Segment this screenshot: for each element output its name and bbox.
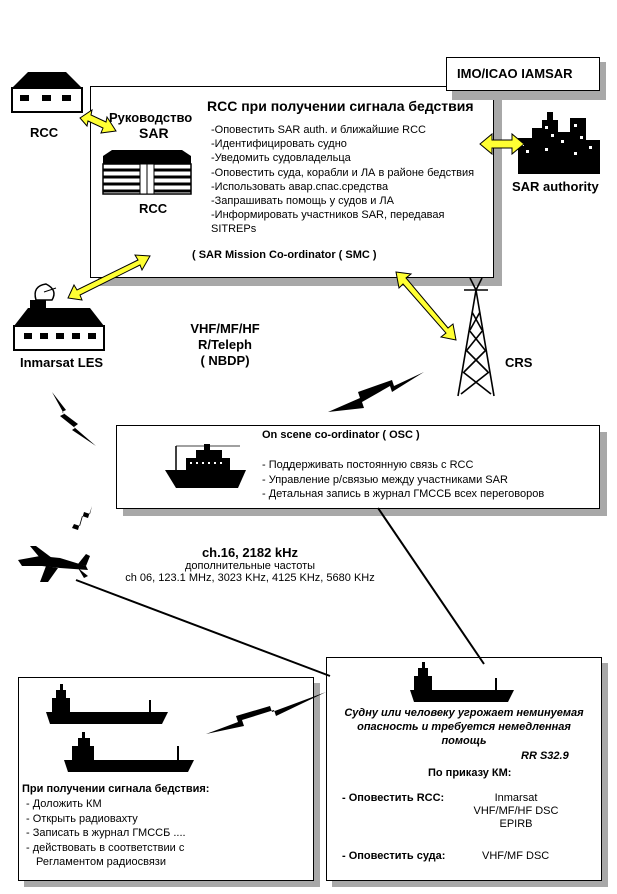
osc-duty-item: - Детальная запись в журнал ГМССБ всех п… xyxy=(262,488,545,500)
rcc-box-left-label-2: SAR xyxy=(139,125,169,141)
sar-authority-city-icon xyxy=(518,112,600,174)
rcc-action-item: -Идентифицировать судно xyxy=(211,138,347,151)
rcc-action-item: -Информировать участников SAR, передавая xyxy=(211,209,445,222)
alert-rcc-label: - Оповестить RCC: xyxy=(342,792,445,804)
radio-mode-line: R/Teleph xyxy=(198,337,252,352)
rcc-action-item: -Оповестить SAR auth. и ближайшие RCC xyxy=(211,124,426,136)
rcc-action-item: SITREPs xyxy=(211,223,257,236)
rcc-office-icon xyxy=(102,150,192,195)
radio-lines xyxy=(75,507,485,677)
alert-rcc-means-item: Inmarsat xyxy=(494,792,538,804)
channels-label: ch.16, 2182 kHz дополнительные частоты c… xyxy=(100,545,400,584)
alert-ships-means: VHF/MF DSC xyxy=(482,850,550,862)
receiver-action-item: - Записать в журнал ГМССБ .... xyxy=(26,827,186,839)
distress-reference: RR S32.9 xyxy=(521,750,569,762)
receiver-action-item: - Открыть радиовахту xyxy=(26,812,138,825)
osc-box-title: On scene co-ordinator ( OSC ) xyxy=(262,429,420,441)
inmarsat-les-label: Inmarsat LES xyxy=(20,355,104,370)
distress-ship-icon xyxy=(410,662,514,702)
rcc-action-item: -Уведомить судовладельца xyxy=(211,152,351,165)
distress-statement-line: опасность и требуется немедленная xyxy=(357,721,571,733)
radio-mode-line: ( NBDP) xyxy=(200,353,250,368)
main-channel: ch.16, 2182 kHz xyxy=(201,545,299,560)
receiver-box-title: При получении сигнала бедствия: xyxy=(22,783,210,795)
yellow-link-arrows xyxy=(67,108,525,341)
crs-tower-icon xyxy=(457,277,495,397)
rcc-box-footer: ( SAR Mission Co-ordinator ( SMC ) xyxy=(192,249,377,261)
inmarsat-les-icon xyxy=(13,283,105,351)
extra-frequencies-list: ch 06, 123.1 MHz, 3023 KHz, 4125 KHz, 56… xyxy=(125,572,375,584)
osc-duty-item: - Управление р/связью между участниками … xyxy=(262,473,508,486)
aircraft-icon xyxy=(18,546,90,582)
radio-lightning-links xyxy=(52,372,424,734)
rcc-action-item: -Запрашивать помощь у судов и ЛА xyxy=(211,195,394,208)
distress-order-label: По приказу КМ: xyxy=(428,767,512,779)
radio-modes-label: VHF/MF/HF R/Teleph ( NBDP) xyxy=(180,321,270,369)
extra-frequencies-title: дополнительные частоты xyxy=(184,560,316,572)
distress-statement-line: Судну или человеку угрожает неминуемая xyxy=(344,707,584,719)
rcc-box-title: RCC при получении сигнала бедствия xyxy=(207,98,474,114)
alert-rcc-means-item: EPIRB xyxy=(499,818,533,830)
rcc-node-label: RCC xyxy=(30,125,59,140)
receiver-action-item: Регламентом радиосвязи xyxy=(36,856,166,868)
distress-statement-line: помощь xyxy=(441,735,487,747)
rcc-actions-list: -Оповестить SAR auth. и ближайшие RCC -И… xyxy=(211,123,474,237)
sar-authority-label: SAR authority xyxy=(512,179,599,194)
osc-ship-icon xyxy=(165,444,246,488)
rcc-action-item: -Оповестить суда, корабли и ЛА в районе … xyxy=(211,166,475,179)
alert-rcc-means-item: VHF/MF/HF DSC xyxy=(473,805,559,817)
rcc-building-label: RCC xyxy=(139,201,168,216)
cargo-ship-icon xyxy=(64,732,194,772)
receiver-action-item: - Доложить КМ xyxy=(26,798,102,810)
rcc-action-item: -Использовать авар.спас.средства xyxy=(211,180,389,193)
radio-mode-line: VHF/MF/HF xyxy=(190,321,260,336)
receiver-actions-list: - Доложить КМ - Открыть радиовахту - Зап… xyxy=(26,797,186,870)
distress-statement: Судну или человеку угрожает неминуемая о… xyxy=(328,706,600,748)
osc-duties-list: - Поддерживать постоянную связь с RCC - … xyxy=(262,458,544,502)
alert-rcc-means: Inmarsat VHF/MF/HF DSC EPIRB xyxy=(456,792,576,831)
receiver-action-item: - действовать в соответствии с xyxy=(26,841,185,854)
alert-ships-label: - Оповестить суда: xyxy=(342,850,446,862)
osc-duty-item: - Поддерживать постоянную связь с RCC xyxy=(262,459,474,471)
crs-label: CRS xyxy=(505,355,533,370)
cargo-ship-icon xyxy=(46,684,168,724)
header-tag-box xyxy=(446,57,600,91)
header-tag-label: IMO/ICAO IAMSAR xyxy=(457,66,573,81)
rcc-box-left-label-1: Руководство xyxy=(109,110,193,125)
rcc-building-icon xyxy=(11,72,83,113)
